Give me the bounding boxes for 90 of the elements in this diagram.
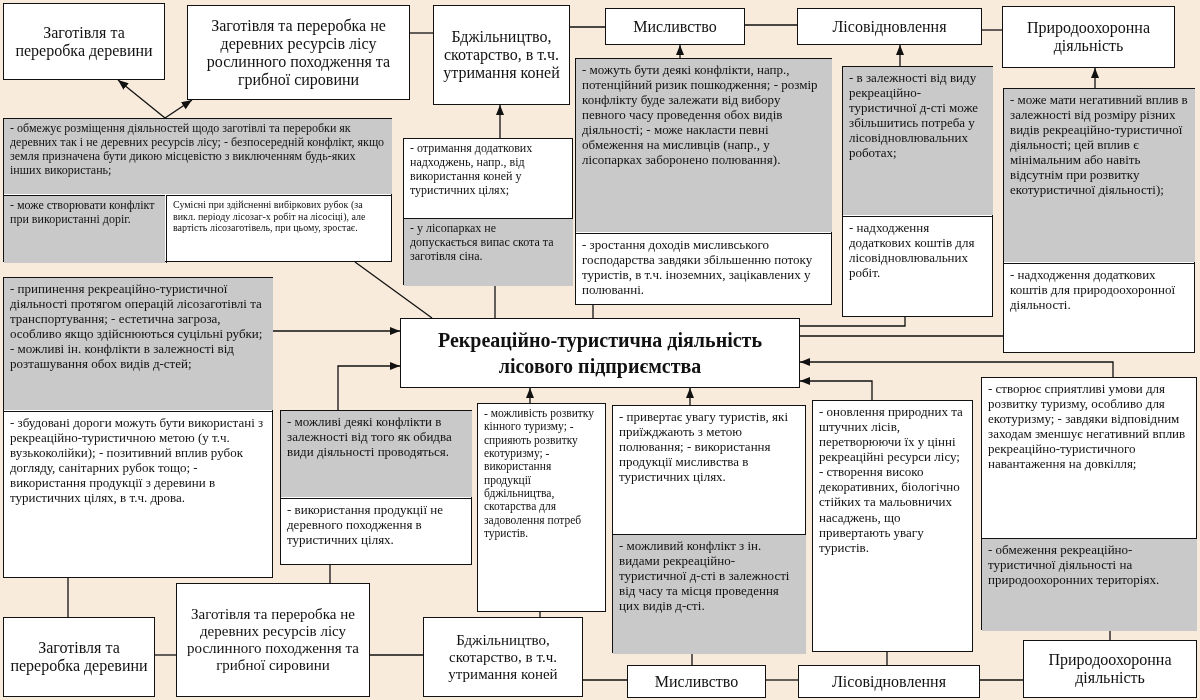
connector-line <box>539 611 541 618</box>
category-box <box>798 665 980 698</box>
section-text: - надходження додаткових коштів для лісовідновлювальних робіт. <box>843 216 993 318</box>
arrow <box>117 79 166 119</box>
category-label: Заготівля та переробка не деревних ресурсів лісу рослинного походження та грибної сировини <box>186 606 360 674</box>
section-text: - привертає увагу туристів, які приїжджають з метою полювання; - використання продукції мисливства в туристичних цілях. <box>618 408 789 487</box>
connector-line <box>582 679 628 681</box>
shaded-section-text: - можливі деякі конфлікти в залежності від того як обидва види діяльності проводяться. <box>281 411 472 497</box>
connector-line <box>494 284 496 319</box>
connector-line <box>744 24 798 26</box>
description-panel <box>1003 88 1195 353</box>
category-label: Заготівля та переробка деревини <box>10 639 148 675</box>
description-panel <box>403 138 573 285</box>
category-label: Лісовідновлення <box>832 672 946 691</box>
arrow <box>1090 67 1100 89</box>
section-text: - збудовані дороги можуть бути використані з рекреаційно-туристичною метою (у т.ч. вузькоколійки); - позитивний вплив рубок догляду, санітарних рубок тощо; - використання продукції з деревини в туристичних цілях, в т.ч. дрова. <box>4 411 273 579</box>
connector-line <box>886 651 888 666</box>
description-panel <box>842 66 993 317</box>
category-label: Мисливство <box>633 17 717 36</box>
category-label: Бджільництво, скотарство, в т.ч. утримання коней <box>442 28 561 82</box>
category-box <box>423 617 583 697</box>
section-text: - зростання доходів мисливського господарства завдяки збільшенню потоку туристів, в т.ч. іноземних, зацікавлених у полюванні. <box>576 233 832 306</box>
arrow <box>495 104 505 139</box>
description-panel <box>477 403 606 612</box>
category-label: Бджільництво, скотарство, в т.ч. утримання коней <box>447 631 559 683</box>
section-text: Сумісні при здійсненні вибіркових рубок (за викл. періоду лісозаг-х робіт на лісосіці), але вартість лісозаготівель, при цьому, зростає. <box>166 195 392 263</box>
shaded-section-text: - припинення рекреаційно-туристичної діяльності протягом операцій лісозаготівлі та транспортування; - естетична загроза, особливо якщо здійснюються суцільні рубки; - можливі ін. конфлікти в залежності від розташування обох видів д-стей; <box>4 278 273 410</box>
connector-line <box>979 679 1024 681</box>
connector-line <box>369 654 424 656</box>
shaded-section-text: - обмежує розміщення діяльностей щодо заготівлі та переробки як деревних так і не деревних ресурсів лісу; - безпосередній конфлікт, якщо земля призначена бути дикою місцевістю з виключенням будь-яких інших використань; <box>4 119 392 194</box>
category-box <box>3 617 155 697</box>
connector-line <box>799 316 906 327</box>
section-text: - використання продукції не деревного походження в туристичних цілях. <box>281 498 472 566</box>
category-label: Мисливство <box>654 672 739 691</box>
arrow <box>272 326 401 336</box>
section-text: - отримання додаткових надходжень, напр., від використання коней у туристичних цілях; <box>409 140 534 199</box>
connector-line <box>592 304 594 319</box>
shaded-section-text: - у лісопарках не допускається випас скота та заготівля сіна. <box>404 218 573 286</box>
category-box <box>1002 6 1175 68</box>
arrow <box>337 361 401 411</box>
category-box <box>627 665 766 698</box>
description-panel <box>575 58 832 305</box>
category-box <box>433 5 570 105</box>
section-text: - створює сприятливі умови для розвитку туризму, особливо для екотуризму; - завдяки відповідним заходам зменшує негативний вплив рекреаційно-туристичного навантаження на довкілля; <box>987 380 1187 474</box>
central-title: Рекреаційно-туристична діяльність лісового підприємства <box>437 328 763 379</box>
category-box <box>1023 640 1197 698</box>
shaded-section-text: - може створювати конфлікт при використанні доріг. <box>4 195 165 263</box>
description-panel <box>812 400 973 652</box>
category-box <box>605 8 745 45</box>
arrow <box>164 99 193 119</box>
section-text: - надходження додаткових коштів для природоохоронної діяльності. <box>1004 263 1195 354</box>
description-panel <box>981 377 1197 630</box>
arrow <box>685 387 695 406</box>
connector-line <box>981 29 1003 31</box>
category-box <box>3 3 165 80</box>
connector-line <box>1109 629 1111 641</box>
connector-line <box>799 335 1004 337</box>
connector-line <box>409 32 434 34</box>
category-label: Лісовідновлення <box>832 17 947 36</box>
connector-line <box>765 679 799 681</box>
category-label: Природоохоронна діяльність <box>1026 19 1151 55</box>
description-panel <box>3 277 273 578</box>
connector-line <box>354 261 433 319</box>
connector-line <box>691 652 693 666</box>
category-box <box>187 5 410 100</box>
category-box <box>797 8 982 45</box>
description-panel <box>280 410 472 565</box>
arrow <box>799 376 873 401</box>
category-label: Природоохоронна діяльність <box>1047 651 1173 687</box>
connector-line <box>329 564 331 584</box>
shaded-section-text: - можливий конфлікт з ін. видами рекреаційно-туристичної д-сті в залежності від часу та місця проведення цих видів д-сті. <box>613 534 806 654</box>
connector-line <box>569 26 606 28</box>
shaded-section-text: - обмеження рекреаційно-туристичної діяльності на природоохоронних територіях. <box>982 538 1197 631</box>
shaded-section-text: - в залежності від виду рекреаційно-туристичної д-сті може збільшитись потреба у лісовідновлювальних роботах; <box>843 67 993 215</box>
shaded-section-text: - може мати негативний вплив в залежності від розміру різних видів рекреаційно-туристичної діяльності; цей вплив є мінімальним або навіть відсутнім при розвитку екотуристичної діяльності); <box>1004 89 1195 262</box>
arrow <box>675 44 685 59</box>
section-text: - можливість розвитку кінного туризму; - сприяють розвитку екотуризму; - використання продукції бджільництва, скотарства для задоволення потреб туристів. <box>483 406 595 542</box>
section-text: - оновлення природних та штучних лісів, перетворюючи їх у цінні рекреаційні ресурси лісу; - створення високо декоративних, біологічно стійких та мальовничих насаджень, що привертають увагу туристів. <box>818 403 964 557</box>
connector-line <box>67 577 69 618</box>
central-box <box>400 318 800 388</box>
category-label: Заготівля та переробка не деревних ресурсів лісу рослинного походження та грибної сировини <box>205 16 392 89</box>
category-box <box>176 583 370 697</box>
arrow <box>799 357 1114 378</box>
shaded-section-text: - можуть бути деякі конфлікти, напр., потенційний ризик пошкодження; - розмір конфлікту буде залежати від вибору певного часу проведення обох видів діяльності; - може накласти певні обмеження на мисливців (напр., у лісопарках заборонено полювання). <box>576 59 832 232</box>
arrow <box>895 44 905 67</box>
arrow <box>525 387 535 404</box>
description-panel <box>3 118 392 262</box>
connector-line <box>154 654 177 656</box>
category-label: Заготівля та переробка деревини <box>14 23 154 60</box>
description-panel <box>612 405 806 653</box>
